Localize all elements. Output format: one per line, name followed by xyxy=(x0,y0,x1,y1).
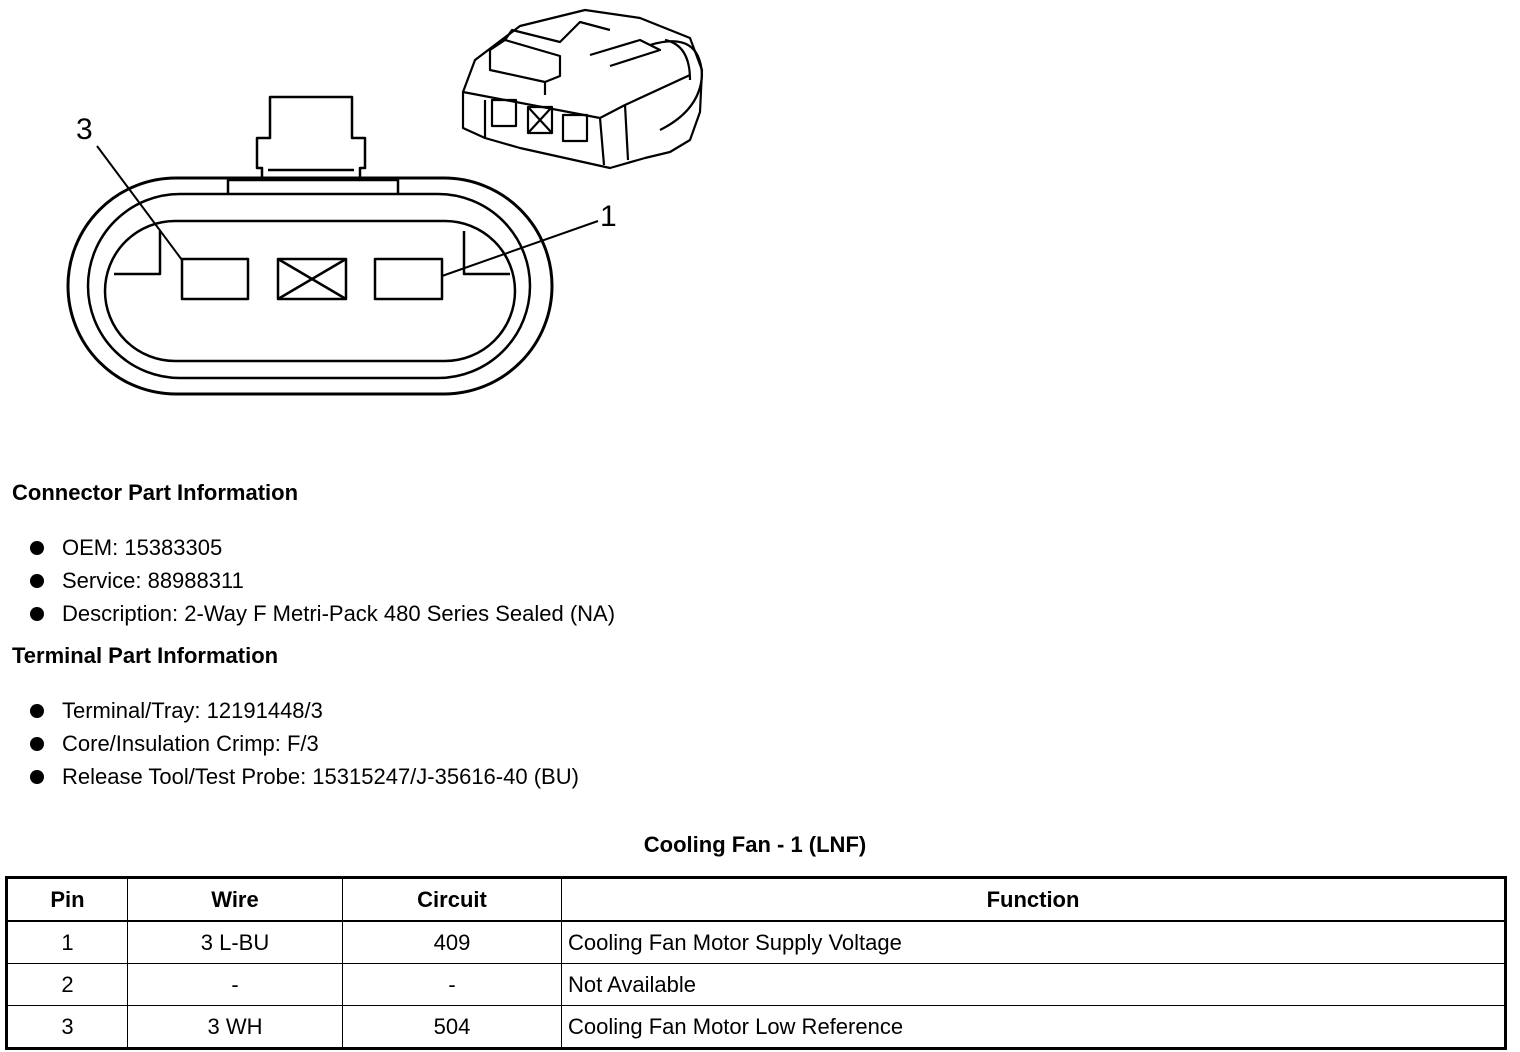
connector-part-info-heading: Connector Part Information xyxy=(12,480,299,505)
bullet-icon xyxy=(30,704,44,718)
list-item: Description: 2-Way F Metri-Pack 480 Seri… xyxy=(28,600,615,633)
cell-circuit: 504 xyxy=(342,1005,562,1049)
list-item: Service: 88988311 xyxy=(28,567,615,600)
connector-key-left xyxy=(114,231,162,276)
connector-lock-tab xyxy=(226,95,400,193)
pin-1-leader-line xyxy=(441,220,599,277)
list-item: OEM: 15383305 xyxy=(28,534,615,567)
list-item: Core/Insulation Crimp: F/3 xyxy=(28,730,579,763)
terminal-part-info-list: Terminal/Tray: 12191448/3 Core/Insulatio… xyxy=(28,697,579,796)
cell-function: Cooling Fan Motor Supply Voltage xyxy=(561,920,1506,964)
cell-wire: - xyxy=(127,963,343,1006)
column-header-circuit: Circuit xyxy=(342,877,562,922)
list-item: Terminal/Tray: 12191448/3 xyxy=(28,697,579,730)
table-row: 3 3 WH 504 Cooling Fan Motor Low Referen… xyxy=(6,1005,1506,1049)
connector-part-info-list: OEM: 15383305 Service: 88988311 Descript… xyxy=(28,534,615,633)
cell-circuit: 409 xyxy=(342,920,562,964)
list-item: Release Tool/Test Probe: 15315247/J-3561… xyxy=(28,763,579,796)
column-header-wire: Wire xyxy=(127,877,343,922)
bullet-icon xyxy=(30,574,44,588)
cell-function: Cooling Fan Motor Low Reference xyxy=(561,1005,1506,1049)
terminal-cavity-1 xyxy=(373,257,444,301)
connector-isometric-view xyxy=(461,8,704,170)
column-header-function: Function xyxy=(561,877,1506,922)
bullet-icon xyxy=(30,607,44,621)
cell-circuit: - xyxy=(342,963,562,1006)
table-row: 1 3 L-BU 409 Cooling Fan Motor Supply Vo… xyxy=(6,920,1506,964)
bullet-icon xyxy=(30,541,44,555)
cell-pin: 3 xyxy=(6,1005,128,1049)
table-row: 2 - - Not Available xyxy=(6,963,1506,1006)
cell-wire: 3 WH xyxy=(127,1005,343,1049)
table-header-row: Pin Wire Circuit Function xyxy=(6,877,1506,922)
pin-3-leader-line xyxy=(96,145,183,261)
terminal-part-info-heading: Terminal Part Information xyxy=(12,643,279,668)
connector-cavity xyxy=(103,219,517,363)
pin-label-3: 3 xyxy=(76,113,93,146)
pin-function-table: Pin Wire Circuit Function 1 3 L-BU 409 C… xyxy=(5,876,1507,1050)
bullet-icon xyxy=(30,770,44,784)
bullet-icon xyxy=(30,737,44,751)
terminal-cavity-2-blocked xyxy=(276,257,348,301)
connector-outer-shell xyxy=(66,176,554,396)
pin-label-1: 1 xyxy=(600,200,617,233)
cell-pin: 1 xyxy=(6,920,128,964)
terminal-cavity-3 xyxy=(180,257,250,301)
connector-seal-ring xyxy=(86,192,532,380)
cell-pin: 2 xyxy=(6,963,128,1006)
column-header-pin: Pin xyxy=(6,877,128,922)
cell-function: Not Available xyxy=(561,963,1506,1006)
table-title: Cooling Fan - 1 (LNF) xyxy=(643,832,867,857)
connector-face-diagram: 3 1 xyxy=(66,8,704,396)
connector-key-right xyxy=(462,231,510,276)
cell-wire: 3 L-BU xyxy=(127,920,343,964)
